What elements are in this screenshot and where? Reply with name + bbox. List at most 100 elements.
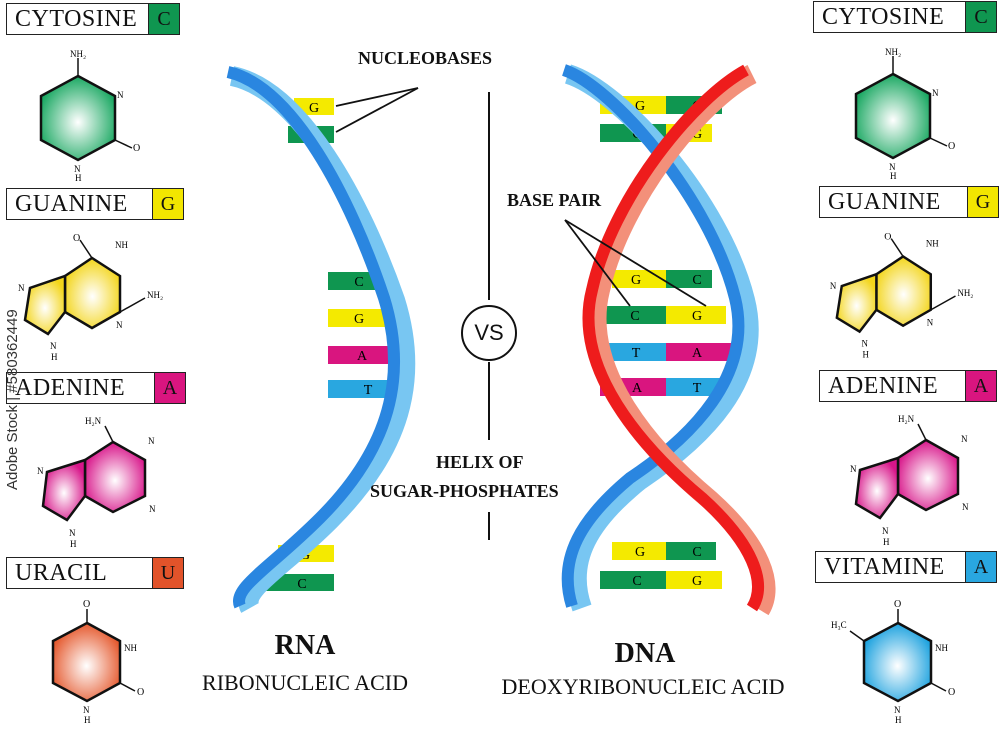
h-label: H — [51, 352, 58, 362]
h2n-label: H₂N — [85, 416, 102, 426]
dna-subtitle: DEOXYRIBONUCLEIC ACID — [501, 674, 785, 699]
dna-base-right: G — [692, 574, 702, 589]
n-label: N — [69, 528, 76, 538]
nh2-label: NH₂ — [885, 47, 901, 57]
o-label: O — [894, 599, 901, 610]
n-label: N — [83, 705, 90, 715]
label-cytosine-right: CYTOSINE C — [813, 1, 997, 33]
dna-base-left: G — [635, 99, 645, 114]
rna-rung-letter: A — [357, 349, 368, 364]
guanine-molecule-right: O NH NH₂ N N N H — [830, 232, 973, 360]
dna-base-left: T — [632, 346, 641, 361]
o-label: O — [83, 599, 90, 610]
n-label: N — [850, 464, 857, 474]
dna-base-left: A — [632, 381, 643, 396]
nucleobases-callout: NUCLEOBASES — [358, 48, 493, 68]
helix-callout-line2: SUGAR-PHOSPHATES — [370, 481, 559, 501]
o-label: O — [73, 233, 80, 244]
dna-title: DNA — [614, 638, 676, 669]
nh2-label: NH₂ — [147, 290, 163, 300]
o-label: O — [948, 687, 955, 698]
vs-badge: VS — [461, 305, 517, 361]
n-label: N — [116, 320, 123, 330]
nh-label: NH — [926, 239, 939, 249]
base-code: G — [152, 189, 183, 219]
n-label: N — [927, 318, 934, 328]
adenine-molecule-left: H₂N N N N N H — [37, 416, 156, 549]
rna-title: RNA — [274, 630, 336, 661]
base-name: CYTOSINE — [822, 3, 945, 30]
n-label: N — [932, 88, 939, 98]
pointer-line — [335, 87, 419, 107]
n-label: N — [74, 164, 81, 174]
dna-base-left: G — [631, 273, 641, 288]
h-label: H — [883, 537, 890, 547]
thymine-molecule-right: O H₃C NH O N H — [831, 599, 955, 725]
base-code: A — [154, 373, 185, 403]
label-uracil-left: URACIL U — [6, 557, 184, 589]
n-label: N — [962, 502, 969, 512]
n-label: N — [961, 434, 968, 444]
pointer-line — [335, 87, 419, 133]
label-guanine-right: GUANINE G — [819, 186, 999, 218]
n-label: N — [37, 466, 44, 476]
base-code: A — [965, 371, 996, 401]
h-label: H — [70, 539, 77, 549]
n-label: N — [18, 283, 25, 293]
rna-rung — [294, 98, 334, 115]
label-vitamine-right: VITAMINE A — [815, 551, 997, 583]
o-label: O — [137, 687, 144, 698]
base-name: GUANINE — [15, 190, 128, 217]
rna-rung-letter: C — [354, 275, 363, 290]
dna-base-right: G — [692, 309, 702, 324]
nh2-label: NH₂ — [957, 288, 973, 298]
stock-watermark: Adobe Stock | #580362449 — [4, 309, 21, 490]
adenine-molecule-right: H₂N N N N N H — [850, 414, 969, 547]
dna-base-right: C — [692, 273, 701, 288]
pointer-line — [564, 219, 707, 307]
h-label: H — [895, 715, 902, 725]
base-name: CYTOSINE — [15, 5, 138, 32]
o-label: O — [948, 141, 955, 152]
nh-label: NH — [935, 643, 948, 653]
h3c-label: H₃C — [831, 620, 847, 630]
h-label: H — [890, 171, 897, 181]
nh-label: NH — [115, 240, 128, 250]
label-adenine-left: ADENINE A — [6, 372, 186, 404]
n-label: N — [148, 436, 155, 446]
guanine-molecule-left: O NH NH₂ N N N H — [18, 233, 163, 362]
o-label: O — [133, 143, 140, 154]
nh-label: NH — [124, 643, 137, 653]
base-name: VITAMINE — [824, 553, 945, 580]
n-label: N — [149, 504, 156, 514]
n-label: N — [894, 705, 901, 715]
n-label: N — [50, 341, 57, 351]
dna-base-right: G — [692, 127, 702, 142]
dna-base-right: C — [692, 545, 701, 560]
helix-callout-line1: HELIX OF — [436, 452, 524, 472]
cytosine-molecule-left: NH₂ N O N H — [39, 49, 140, 183]
h-label: H — [84, 715, 91, 725]
dna-base-left: C — [632, 574, 641, 589]
n-label: N — [117, 90, 124, 100]
rna-rung-letter: G — [354, 312, 364, 327]
rna-rung-letter: C — [297, 577, 306, 592]
nh2-label: NH₂ — [70, 49, 86, 59]
base-code: C — [148, 4, 179, 34]
label-adenine-right: ADENINE A — [819, 370, 997, 402]
base-code: A — [965, 552, 996, 582]
dna-red-strand-front — [582, 64, 764, 612]
pointer-line — [564, 219, 631, 307]
n-label: N — [889, 162, 896, 172]
n-label: N — [830, 281, 837, 291]
dna-base-right: A — [692, 346, 703, 361]
base-name: ADENINE — [15, 374, 126, 401]
n-label: N — [862, 338, 869, 348]
base-name: GUANINE — [828, 188, 941, 215]
base-code: C — [965, 2, 996, 32]
dna-base-left: G — [635, 545, 645, 560]
rna-rung — [266, 574, 334, 591]
base-name: ADENINE — [828, 372, 939, 399]
cytosine-molecule-right: NH₂ N O N H — [854, 47, 955, 181]
